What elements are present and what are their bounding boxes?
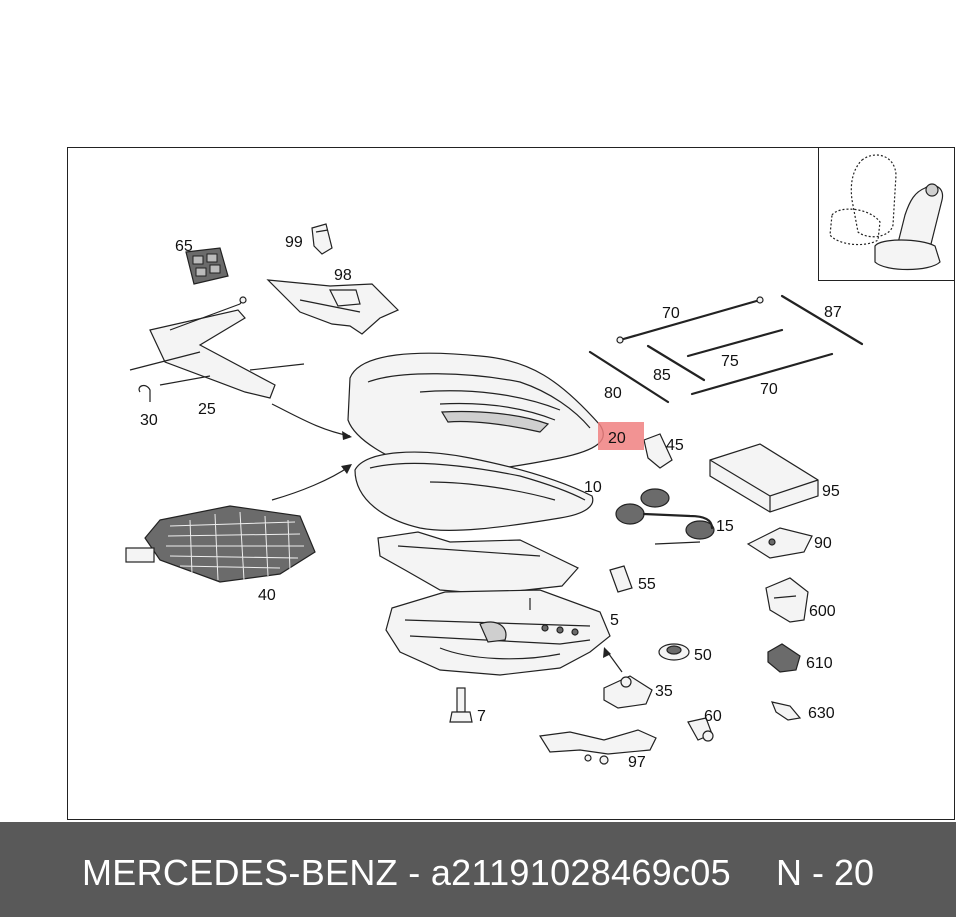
label-20: 20 (608, 430, 626, 447)
part-40-heater-mat[interactable] (125, 505, 316, 583)
seat-thumbnail-frame (818, 147, 955, 281)
label-10: 10 (584, 479, 602, 496)
label-7: 7 (477, 708, 486, 725)
label-80: 80 (604, 385, 622, 402)
label-35: 35 (655, 683, 673, 700)
label-5: 5 (610, 612, 619, 629)
label-87: 87 (824, 304, 842, 321)
part-50-grommet[interactable] (658, 643, 690, 661)
part-600-housing[interactable] (765, 577, 809, 623)
label-97: 97 (628, 754, 646, 771)
label-85: 85 (653, 367, 671, 384)
footer-part-number: MERCEDES-BENZ - a21191028469c05 (82, 852, 731, 893)
label-70-top: 70 (662, 305, 680, 322)
part-95-pad[interactable] (709, 443, 819, 513)
part-60-fastener[interactable] (687, 717, 714, 742)
part-97-bracket[interactable] (538, 729, 657, 765)
part-labels: 65 99 98 25 30 70 87 75 85 80 70 20 45 1… (140, 234, 842, 771)
part-wires-set[interactable] (588, 294, 864, 404)
part-15-bladder-set[interactable] (615, 488, 715, 545)
part-630-plug[interactable] (771, 701, 802, 721)
part-7-bolt[interactable] (449, 687, 473, 723)
part-98-bracket[interactable] (266, 279, 400, 335)
label-600: 600 (809, 603, 836, 620)
label-99: 99 (285, 234, 303, 251)
part-10-cushion-foam[interactable] (354, 451, 594, 531)
label-40: 40 (258, 587, 276, 604)
label-75: 75 (721, 353, 739, 370)
part-35-adjuster[interactable] (603, 647, 653, 709)
label-50: 50 (694, 647, 712, 664)
part-610-connector[interactable] (767, 643, 801, 673)
part-99-clip[interactable] (311, 223, 333, 255)
label-30: 30 (140, 412, 158, 429)
footer-bar: MERCEDES-BENZ - a21191028469c05 N - 20 (0, 822, 956, 917)
label-15: 15 (716, 518, 734, 535)
label-60: 60 (704, 708, 722, 725)
part-20-cushion-cover[interactable] (347, 352, 604, 473)
part-90-cover[interactable] (746, 527, 813, 559)
label-610: 610 (806, 655, 833, 672)
label-630: 630 (808, 705, 835, 722)
part-65-switch-unit[interactable] (185, 247, 229, 285)
label-90: 90 (814, 535, 832, 552)
diagram-frame (67, 147, 955, 820)
seat-pan-shell (377, 531, 579, 595)
part-5-seat-frame[interactable] (385, 589, 611, 676)
seat-thumbnail (829, 154, 944, 271)
footer-page-reference: N - 20 (776, 852, 875, 893)
label-65: 65 (175, 238, 193, 255)
label-98: 98 (334, 267, 352, 284)
part-45-clip[interactable] (643, 433, 673, 469)
part-25-rail[interactable] (129, 296, 305, 402)
part-20-highlight (598, 422, 644, 450)
label-55: 55 (638, 576, 656, 593)
label-95: 95 (822, 483, 840, 500)
label-70-bottom: 70 (760, 381, 778, 398)
label-45: 45 (666, 437, 684, 454)
part-55-clip[interactable] (609, 565, 633, 593)
label-25: 25 (198, 401, 216, 418)
assembly-arrows (271, 403, 352, 501)
